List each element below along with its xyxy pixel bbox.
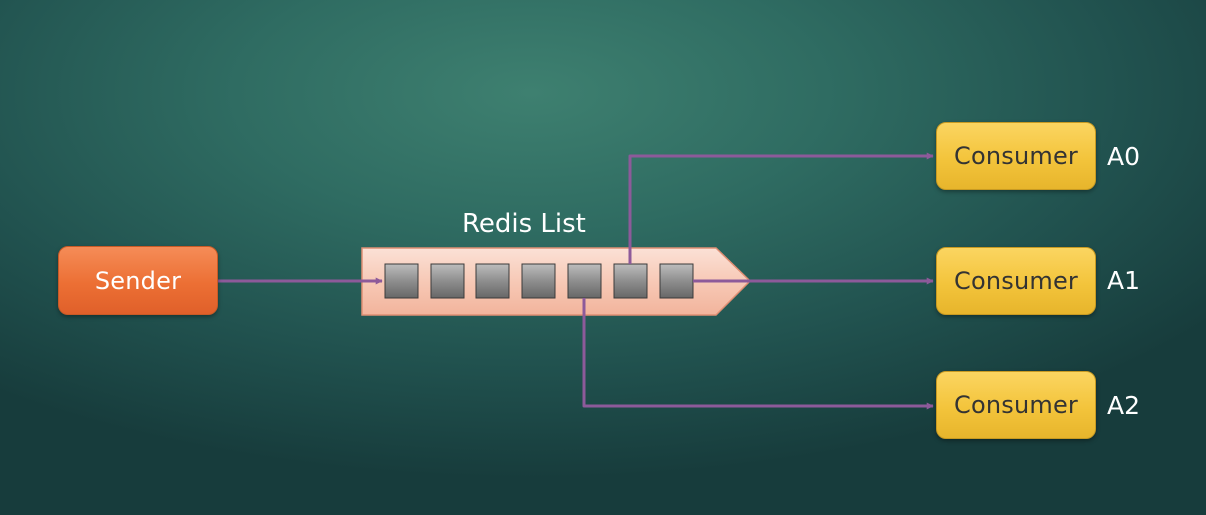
queue-slot — [384, 263, 419, 299]
redis-list-label: Redis List — [462, 209, 586, 239]
sender-label: Sender — [94, 266, 182, 295]
sender-box: Sender — [58, 246, 218, 315]
consumer-tag-a1: A1 — [1107, 266, 1141, 295]
consumer-box-a2: Consumer — [936, 371, 1096, 439]
consumer-label: Consumer — [954, 267, 1078, 295]
queue-to-consumer-a2-arrow — [582, 298, 934, 410]
queue-slot — [659, 263, 694, 299]
queue-slot — [567, 263, 602, 299]
queue-slot — [613, 263, 648, 299]
consumer-tag-a2: A2 — [1107, 391, 1141, 420]
queue-slot — [475, 263, 510, 299]
queue-slot — [430, 263, 465, 299]
consumer-label: Consumer — [954, 391, 1078, 419]
consumer-box-a0: Consumer — [936, 122, 1096, 190]
queue-slots — [384, 263, 694, 299]
queue-to-consumer-a0-arrow — [628, 152, 934, 264]
consumer-tag-a0: A0 — [1107, 142, 1141, 171]
queue-slot — [521, 263, 556, 299]
consumer-box-a1: Consumer — [936, 247, 1096, 315]
consumer-label: Consumer — [954, 142, 1078, 170]
